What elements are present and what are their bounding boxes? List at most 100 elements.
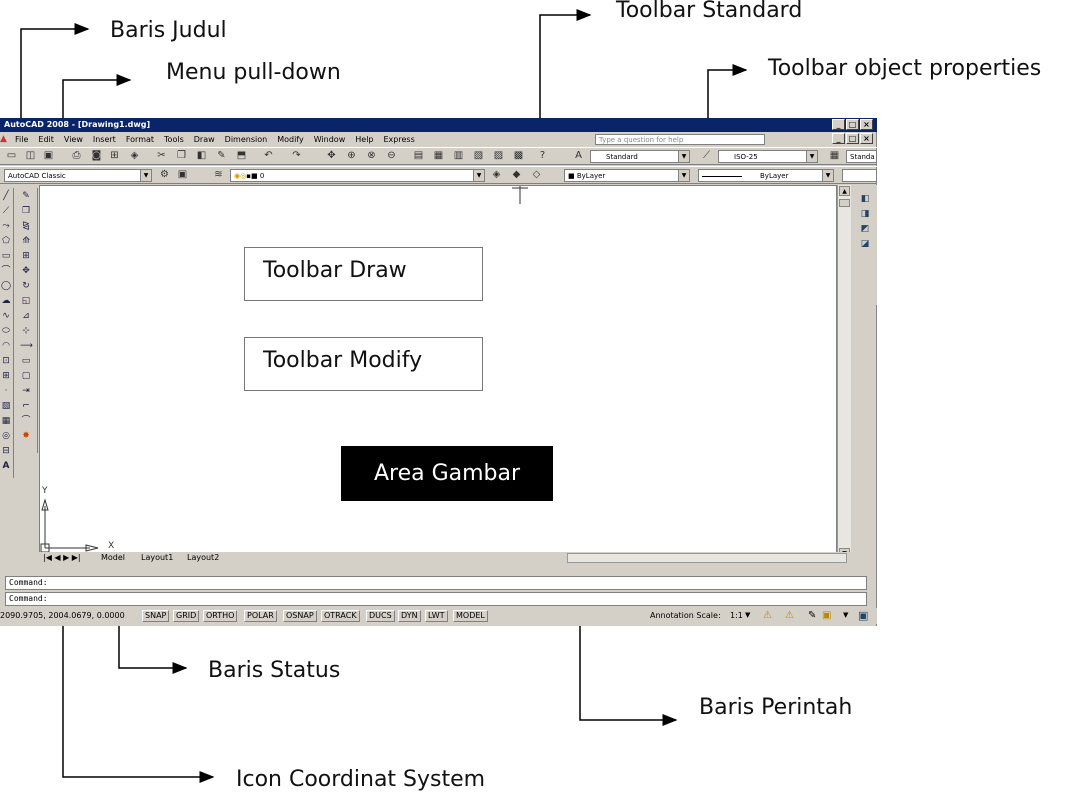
annotation-visibility-icon[interactable]: ⚠ [763, 610, 772, 621]
mtext-icon[interactable]: A [2, 461, 10, 471]
circle-icon[interactable]: ◯ [0, 281, 12, 291]
calculator-icon[interactable]: ▩ [513, 150, 524, 161]
vertical-scrollbar[interactable]: ▲ ▼ [837, 185, 851, 559]
linetype-select[interactable]: ByLayer▼ [698, 169, 834, 182]
workspace-settings-icon[interactable]: ⚙ [160, 169, 169, 180]
ellipse-arc-icon[interactable]: ◠ [2, 341, 10, 351]
block-icon[interactable]: ⬒ [236, 150, 247, 161]
app-icon[interactable]: ▲ [0, 134, 7, 144]
rectangle-icon[interactable]: ▭ [1, 251, 11, 261]
region-icon[interactable]: ◎ [2, 431, 10, 441]
mirror-icon[interactable]: ⧎ [22, 221, 30, 231]
copy-object-icon[interactable]: ❐ [21, 206, 31, 216]
insert-block-icon[interactable]: ⊡ [2, 356, 10, 366]
spline-icon[interactable]: ∿ [2, 311, 10, 321]
ducs-toggle[interactable]: DUCS [366, 610, 395, 622]
explode-icon[interactable]: ✸ [22, 431, 30, 441]
menu-help[interactable]: Help [355, 134, 374, 144]
trim-icon[interactable]: ⊹ [22, 326, 30, 336]
annotation-scale-value[interactable]: 1:1 [730, 611, 743, 620]
layer-previous-icon[interactable]: ◆ [512, 169, 521, 180]
text-style-select[interactable]: Standard▼ [590, 150, 690, 163]
cut-icon[interactable]: ✂ [157, 150, 166, 161]
ortho-toggle[interactable]: ORTHO [203, 610, 238, 622]
grid-toggle[interactable]: GRID [173, 610, 200, 622]
table-style-select[interactable]: Standa [846, 150, 877, 163]
tab-model[interactable]: Model [101, 553, 126, 562]
publish-icon[interactable]: ⊞ [110, 150, 119, 161]
construction-line-icon[interactable]: ⟋ [2, 206, 10, 216]
match-icon[interactable]: ✎ [217, 150, 226, 161]
copy-icon[interactable]: ❐ [177, 150, 186, 161]
workspace-select[interactable]: AutoCAD Classic▼ [4, 169, 152, 182]
layer-manager-icon[interactable]: ≋ [214, 169, 223, 180]
pan-icon[interactable]: ✥ [327, 150, 336, 161]
markup-icon[interactable]: ▨ [493, 150, 504, 161]
hatch-icon[interactable]: ▧ [1, 401, 11, 411]
paste-icon[interactable]: ◧ [196, 150, 207, 161]
otrack-toggle[interactable]: OTRACK [321, 610, 360, 622]
menu-tools[interactable]: Tools [164, 134, 184, 144]
menu-view[interactable]: View [63, 134, 83, 144]
zoom-previous-icon[interactable]: ⊖ [387, 150, 396, 161]
arc-icon[interactable]: ⌒ [1, 266, 11, 276]
horizontal-scrollbar[interactable] [567, 553, 847, 563]
pencil-icon[interactable]: ✎ [808, 610, 817, 621]
doc-close-button[interactable]: × [860, 133, 873, 144]
break-point-icon[interactable]: ▭ [21, 356, 31, 366]
redo-icon[interactable]: ↷ [292, 150, 301, 161]
gradient-icon[interactable]: ▦ [1, 416, 11, 426]
break-icon[interactable]: ▢ [21, 371, 31, 381]
zoom-realtime-icon[interactable]: ⊕ [347, 150, 356, 161]
help-icon[interactable]: ? [539, 150, 546, 161]
status-menu-chevron-icon[interactable]: ▼ [843, 611, 849, 619]
polyline-icon[interactable]: ⤳ [2, 221, 10, 231]
extend-icon[interactable]: ⟶ [20, 341, 33, 351]
menu-format[interactable]: Format [125, 134, 155, 144]
color-select[interactable]: ■ ByLayer▼ [564, 169, 690, 182]
3d-icon[interactable]: ◈ [130, 150, 139, 161]
layer-select[interactable]: ◉◎▪■ 0▼ [230, 169, 485, 182]
offset-icon[interactable]: ⟰ [22, 236, 30, 246]
menu-insert[interactable]: Insert [92, 134, 116, 144]
join-icon[interactable]: ⇥ [22, 386, 30, 396]
menu-window[interactable]: Window [313, 134, 346, 144]
dyn-toggle[interactable]: DYN [398, 610, 421, 622]
scale-icon[interactable]: ◱ [21, 296, 31, 306]
tab-layout2[interactable]: Layout2 [187, 553, 220, 562]
array-icon[interactable]: ⊞ [22, 251, 30, 261]
line-icon[interactable]: ╱ [3, 191, 9, 201]
new-icon[interactable]: ▭ [6, 150, 17, 161]
sheet-set-icon[interactable]: ▧ [473, 150, 484, 161]
help-search-input[interactable]: Type a question for help [595, 134, 765, 145]
close-button[interactable]: × [860, 119, 873, 130]
chamfer-icon[interactable]: ⌐ [22, 401, 30, 411]
order-above-icon[interactable]: ◪ [860, 239, 870, 249]
model-toggle[interactable]: MODEL [453, 610, 488, 622]
menu-edit[interactable]: Edit [38, 134, 54, 144]
scroll-up-icon[interactable]: ▲ [839, 186, 850, 196]
command-line-input[interactable]: Command: [5, 592, 867, 606]
table-icon[interactable]: ⊟ [2, 446, 10, 456]
preview-icon[interactable]: ◙ [91, 150, 102, 161]
send-back-icon[interactable]: ◩ [860, 224, 870, 234]
erase-icon[interactable]: ✎ [22, 191, 30, 201]
auto-scale-icon[interactable]: ⚠ [785, 610, 794, 621]
doc-minimize-button[interactable]: _ [832, 133, 845, 144]
tab-layout1[interactable]: Layout1 [141, 553, 174, 562]
snap-toggle[interactable]: SNAP [142, 610, 170, 622]
menu-dimension[interactable]: Dimension [224, 134, 268, 144]
revcloud-icon[interactable]: ☁ [1, 296, 11, 306]
save-workspace-icon[interactable]: ▣ [177, 169, 188, 180]
properties-icon[interactable]: ▤ [413, 150, 424, 161]
doc-restore-button[interactable]: □ [846, 133, 859, 144]
scroll-thumb[interactable] [839, 199, 850, 207]
menu-express[interactable]: Express [383, 134, 415, 144]
menu-modify[interactable]: Modify [277, 134, 304, 144]
make-block-icon[interactable]: ⊞ [2, 371, 10, 381]
point-icon[interactable]: · [4, 386, 8, 396]
fillet-icon[interactable]: ⌒ [21, 416, 31, 426]
tab-nav-arrows[interactable]: |◀ ◀ ▶ ▶| [43, 553, 81, 562]
dim-style-select[interactable]: ISO-25▼ [718, 150, 818, 163]
open-icon[interactable]: ◫ [25, 150, 36, 161]
